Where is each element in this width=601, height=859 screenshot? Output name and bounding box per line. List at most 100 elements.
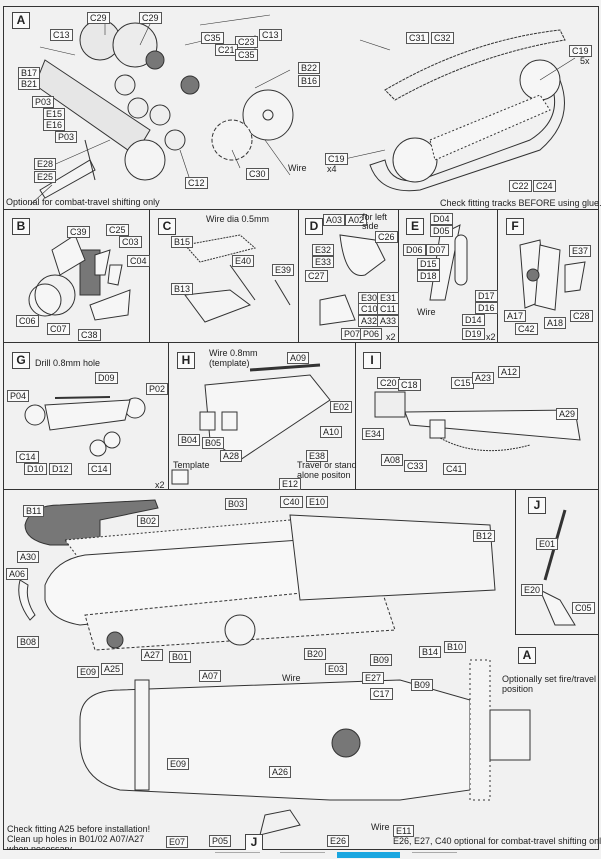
part-label-c19: C19	[325, 153, 348, 165]
part-label-d17: D17	[475, 290, 498, 302]
part-label-b11: B11	[23, 505, 45, 517]
main-body-lower	[79, 679, 471, 801]
part-label-e09: E09	[167, 758, 190, 770]
part-label-c04: C04	[127, 255, 150, 267]
part-label-b09: B09	[411, 679, 434, 691]
part-label-e27: E27	[362, 672, 385, 684]
travel-position-note: Travel or stand alone positon	[297, 460, 357, 480]
road-wheel	[149, 104, 171, 126]
part-label-c13: C13	[259, 29, 282, 41]
step-marker-b: B	[12, 218, 30, 235]
part-label-c33: C33	[404, 460, 427, 472]
part-label-a03: A03	[323, 214, 346, 226]
part-label-c42: C42	[515, 323, 538, 335]
part-label-c12: C12	[185, 177, 208, 189]
part-label-e39: E39	[272, 264, 295, 276]
part-label-c14: C14	[16, 451, 39, 463]
part-label-b02: B02	[137, 515, 160, 527]
part-label-e01: E01	[536, 538, 559, 550]
quantity-x2: x2	[155, 480, 165, 490]
part-label-c06: C06	[16, 315, 39, 327]
part-label-e40: E40	[232, 255, 255, 267]
part-label-c27: C27	[305, 270, 328, 282]
part-label-c31: C31	[406, 32, 429, 44]
part-label-e02: E02	[330, 401, 353, 413]
ref-marker-a: A	[518, 647, 536, 664]
part-label-e10: E10	[306, 496, 329, 508]
wire-note: Wire	[288, 163, 307, 173]
part-label-d14: D14	[462, 314, 485, 326]
part-label-e25: E25	[34, 171, 57, 183]
part-label-c19: C19	[569, 45, 592, 57]
partial-tab[interactable]	[412, 852, 457, 859]
part-label-c30: C30	[246, 168, 269, 180]
part-label-d18: D18	[417, 270, 440, 282]
part-label-c26: C26	[375, 231, 398, 243]
check-tracks-note: Check fitting tracks BEFORE using glue.	[440, 198, 601, 208]
step-marker-h: H	[177, 352, 195, 369]
step-marker-a: A	[12, 12, 30, 29]
part-label-e09: E09	[77, 666, 100, 678]
part-label-c14: C14	[88, 463, 111, 475]
part-label-c20: C20	[377, 377, 400, 389]
part-label-c41: C41	[443, 463, 466, 475]
road-wheel	[127, 97, 149, 119]
part-label-c29: C29	[139, 12, 162, 24]
part-label-c28: C28	[570, 310, 593, 322]
part-label-b21: B21	[18, 78, 41, 90]
part-label-d12: D12	[49, 463, 72, 475]
part-label-a23: A23	[472, 372, 495, 384]
part-label-a06: A06	[6, 568, 29, 580]
part-label-p03: P03	[55, 131, 78, 143]
part-label-e34: E34	[362, 428, 385, 440]
part-label-d05: D05	[430, 225, 453, 237]
fire-travel-note: Optionally set fire/travel position	[502, 674, 597, 694]
front-wheel	[124, 139, 166, 181]
c17-disc	[331, 728, 361, 758]
part-label-p03: P03	[32, 96, 55, 108]
part-label-c18: C18	[398, 379, 421, 391]
part-label-p05: P05	[209, 835, 232, 847]
part-label-a02: A02	[345, 214, 368, 226]
part-label-a29: A29	[556, 408, 579, 420]
part-label-e26: E26	[327, 835, 350, 847]
part-label-e16: E16	[43, 119, 66, 131]
part-label-a12: A12	[498, 366, 521, 378]
road-wheel	[180, 75, 200, 95]
partial-tab[interactable]	[215, 852, 260, 859]
part-label-b01: B01	[169, 651, 192, 663]
part-label-a17: A17	[504, 310, 527, 322]
step-marker-c: C	[158, 218, 176, 235]
part-label-b16: B16	[298, 75, 321, 87]
partial-tab[interactable]	[280, 852, 325, 859]
part-label-c24: C24	[533, 180, 556, 192]
part-label-c35: C35	[201, 32, 224, 44]
part-label-p02: P02	[146, 383, 169, 395]
part-label-b20: B20	[304, 648, 327, 660]
part-label-a28: A28	[220, 450, 243, 462]
part-label-d07: D07	[426, 244, 449, 256]
wire-dia-note: Wire dia 0.5mm	[206, 214, 270, 224]
track-sprocket	[392, 137, 438, 183]
quantity-x4: x4	[327, 164, 337, 174]
part-label-d15: D15	[417, 258, 440, 270]
part-label-c21: C21	[215, 44, 238, 56]
step-marker-g: G	[12, 352, 30, 369]
part-label-a33: A33	[377, 315, 400, 327]
part-label-e37: E37	[569, 245, 592, 257]
quantity-x2: x2	[486, 332, 496, 342]
wire-label: Wire	[371, 822, 390, 832]
bottom-strip	[0, 850, 601, 858]
partial-tab-active[interactable]	[337, 852, 400, 858]
drill-note: Drill 0.8mm hole	[35, 358, 101, 368]
quantity-5x: 5x	[580, 56, 590, 66]
part-label-b08: B08	[17, 636, 40, 648]
road-wheel	[145, 50, 165, 70]
part-label-c17: C17	[370, 688, 393, 700]
step-marker-i: I	[363, 352, 381, 369]
step-marker-e: E	[406, 218, 424, 235]
part-label-a09: A09	[287, 352, 310, 364]
step-marker-f: F	[506, 218, 524, 235]
part-label-b04: B04	[178, 434, 201, 446]
